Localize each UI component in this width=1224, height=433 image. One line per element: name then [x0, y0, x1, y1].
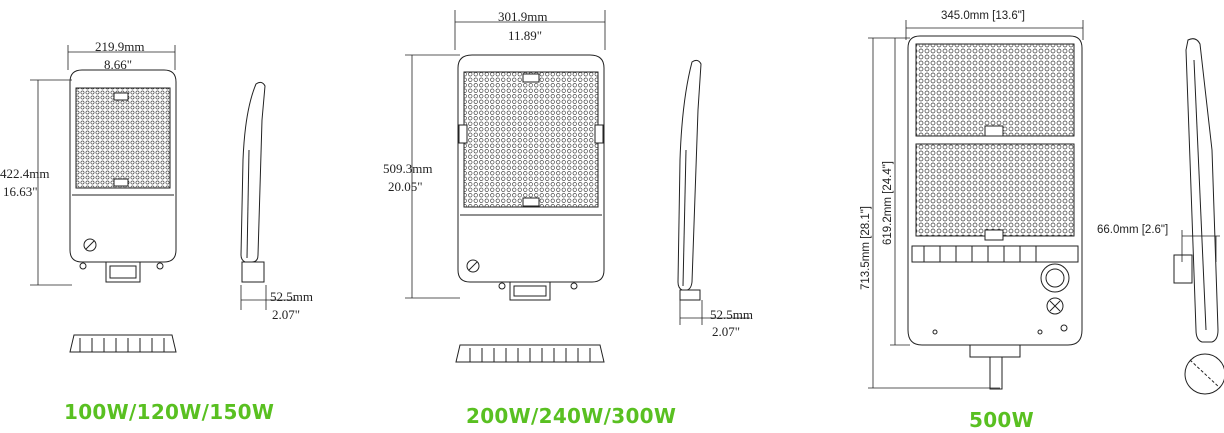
depth-in-label: 2.07"	[272, 307, 301, 322]
bottom-view-model-2	[455, 344, 605, 363]
drawing-model-3	[868, 20, 1224, 395]
model-panel-1: 219.9mm 8.66" 422.4mm 16.63" 52.5mm 2.07…	[0, 0, 330, 433]
drawing-model-1	[30, 45, 296, 353]
front-view-model-1	[69, 69, 177, 283]
side-view-model-1	[240, 81, 266, 283]
wattage-label: 200W/240W/300W	[466, 404, 677, 428]
model-panel-3: 345.0mm [13.6"] 713.5mm [28.1"] 619.2mm …	[840, 0, 1224, 433]
depth-in-label: 2.07"	[712, 324, 741, 339]
depth-dimension-line	[679, 300, 750, 325]
height-total-dimension-line	[868, 37, 1000, 389]
depth-dimension-line	[240, 285, 296, 310]
front-view-model-3	[907, 35, 1083, 390]
height-body-dimension-line	[890, 38, 910, 346]
depth-mm-label: 52.5mm	[710, 307, 753, 322]
side-view-model-3	[1173, 38, 1224, 395]
height-in-label: 16.63"	[3, 184, 38, 199]
width-in-label: 8.66"	[104, 57, 133, 72]
width-dimension-line	[454, 10, 606, 50]
side-view-model-2	[677, 59, 702, 301]
height-dimension-line	[405, 54, 460, 299]
wattage-label: 500W	[969, 408, 1035, 432]
model-panel-2: 301.9mm 11.89" 509.3mm 20.05" 52.5mm 2.0…	[330, 0, 820, 433]
height-total-label: 713.5mm [28.1"]	[860, 206, 872, 290]
width-in-label: 11.89"	[508, 28, 543, 43]
width-mm-label: 219.9mm	[95, 39, 145, 54]
drawing-model-2	[405, 10, 750, 363]
wattage-label: 100W/120W/150W	[64, 400, 275, 424]
depth-mm-label: 52.5mm	[270, 289, 313, 304]
depth-dimension-line	[1181, 230, 1220, 262]
width-mm-label: 301.9mm	[498, 9, 548, 24]
width-dimension-line	[67, 45, 176, 70]
height-body-label: 619.2mm [24.4"]	[882, 161, 894, 245]
height-mm-label: 509.3mm	[383, 161, 433, 176]
front-view-model-2	[457, 54, 605, 301]
depth-label: 66.0mm [2.6"]	[1097, 224, 1169, 236]
width-dimension-line	[905, 20, 1084, 40]
height-dimension-line	[30, 79, 72, 286]
height-in-label: 20.05"	[388, 179, 423, 194]
bottom-view-model-1	[69, 334, 177, 353]
width-label: 345.0mm [13.6"]	[941, 10, 1025, 22]
height-mm-label: 422.4mm	[0, 166, 50, 181]
